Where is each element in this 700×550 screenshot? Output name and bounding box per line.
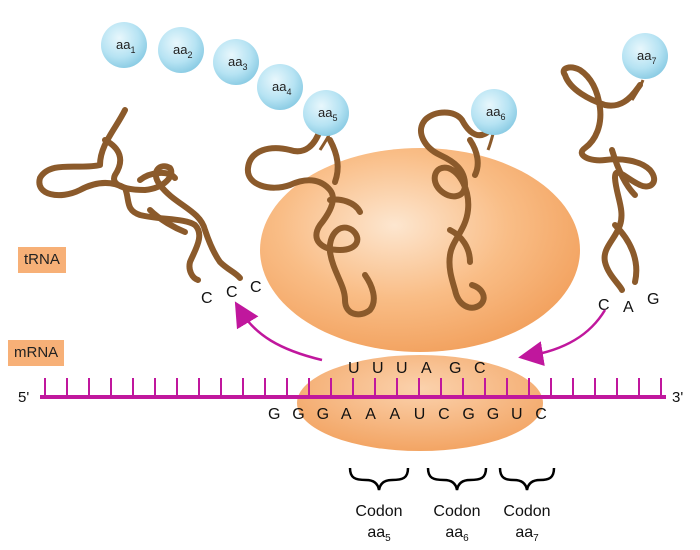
mrna-base: A [341,406,352,423]
amino-acid-1: aa1 [101,22,147,68]
anticodon-middle-base: C [474,360,486,377]
mrna-base: A [390,406,401,423]
codon-label-7: Codon aa7 [503,503,550,544]
arrow-right-icon [518,309,607,366]
amino-acid-chain: aa1 aa2 aa3 aa4 aa5 aa6 aa7 [101,22,668,136]
anticodon-left-base: C [250,279,262,296]
amino-acid-bead [471,89,517,135]
amino-acid-label: aa6 [486,104,505,122]
anticodon-middle-base: U [396,360,408,377]
mrna-base: C [535,406,547,423]
codon-label-5: Codon aa5 [355,503,402,544]
mrna-strand [40,378,666,399]
amino-acid-bead [257,64,303,110]
mrna-base: G [268,406,280,423]
amino-acid-bead [213,39,259,85]
codon-word: Codon [355,503,402,520]
anticodon-middle-base: U [372,360,384,377]
amino-acid-7: aa7 [622,33,668,79]
amino-acid-label: aa3 [228,54,247,72]
codon-label-6: Codon aa6 [433,503,480,544]
amino-acid-5: aa5 [303,90,349,136]
amino-acid-label: aa1 [116,37,135,55]
mrna-base: U [414,406,426,423]
mrna-base: G [487,406,499,423]
codon-aa: aa7 [515,524,539,544]
amino-acid-bead [101,22,147,68]
anticodon-right-base: C [598,297,610,314]
arrow-left-icon [234,301,323,362]
three-prime-end: 3' [672,389,683,406]
amino-acid-bead [158,27,204,73]
mrna-base: A [365,406,376,423]
amino-acid-bead [622,33,668,79]
mrna-base: G [462,406,474,423]
codon-brace-3 [498,467,556,491]
trna-middle-right-icon [418,109,493,311]
amino-acid-3: aa3 [213,39,259,85]
amino-acid-4: aa4 [257,64,303,110]
anticodon-middle-base: G [449,360,461,377]
trna-label: tRNA [18,247,66,273]
trna-middle-left-icon [245,127,377,318]
anticodon-middle-base: A [421,360,432,377]
codon-aa: aa5 [367,524,391,544]
anticodon-left-base: C [201,290,213,307]
codon-word: Codon [503,503,550,520]
codon-labels: Codon aa5 Codon aa6 Codon aa7 [355,503,550,544]
anticodon-right-base: A [623,299,634,316]
amino-acid-label: aa5 [318,105,337,123]
codon-aa: aa6 [445,524,469,544]
codon-brace-2 [426,467,488,491]
anticodon-left-base: C [226,284,238,301]
mrna-base: C [438,406,450,423]
amino-acid-6: aa6 [471,89,517,135]
amino-acid-bead [303,90,349,136]
anticodon-right-base: G [647,291,659,308]
mrna-base: G [292,406,304,423]
codon-word: Codon [433,503,480,520]
codon-brace-1 [348,467,410,491]
amino-acid-label: aa2 [173,42,192,60]
trna-right-icon [560,64,658,293]
anticodon-middle-base: U [348,360,360,377]
mrna-base: U [511,406,523,423]
five-prime-end: 5' [18,389,29,406]
trna-left-icon [36,107,243,283]
mrna-base: G [317,406,329,423]
amino-acid-label: aa4 [272,79,291,97]
amino-acid-2: aa2 [158,27,204,73]
codon-braces [348,467,556,491]
amino-acid-label: aa7 [637,48,656,66]
mrna-label: mRNA [8,340,65,366]
ribosome-small-subunit [297,355,543,451]
